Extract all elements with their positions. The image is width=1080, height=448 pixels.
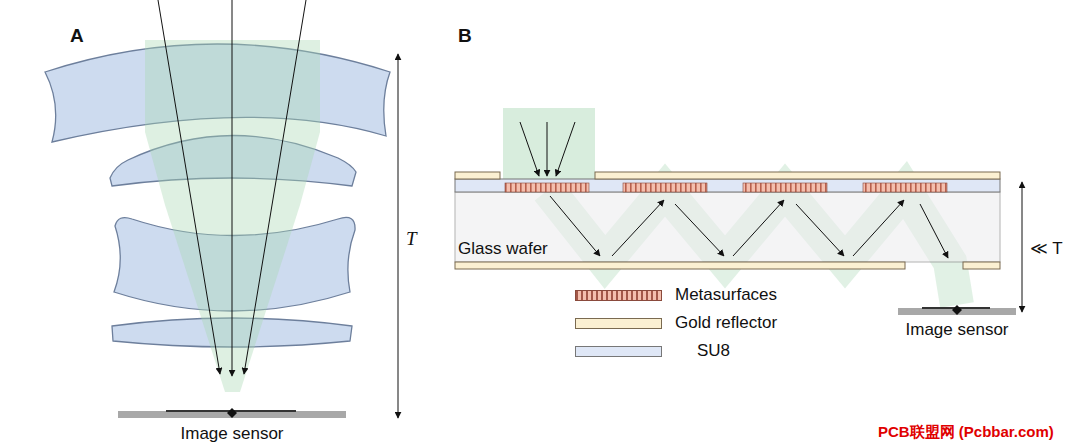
sensor-label: Image sensor — [906, 321, 1009, 340]
input-beam — [503, 108, 595, 180]
legend-label: Gold reflector — [675, 314, 777, 333]
panel-letter: B — [458, 26, 472, 47]
su8-layer — [455, 179, 1000, 192]
image-sensor — [118, 408, 346, 418]
dimension-arrow — [1022, 182, 1023, 312]
region-label: Glass wafer — [458, 240, 548, 259]
legend-swatch — [575, 318, 662, 329]
legend-label: Metasurfaces — [675, 286, 777, 305]
legend-label: SU8 — [697, 342, 730, 361]
rays — [520, 122, 948, 258]
watermark: PCB联盟网 (Pcbbar.com) — [878, 424, 1054, 441]
dimension-arrow — [398, 54, 399, 418]
sensor-label: Image sensor — [181, 425, 284, 444]
gold-reflector — [455, 172, 1000, 269]
image-sensor — [898, 305, 1016, 315]
legend-swatch — [575, 290, 662, 301]
glass-wafer — [455, 192, 1000, 262]
panel-letter: A — [70, 26, 84, 47]
metasurfaces — [505, 183, 947, 192]
legend-swatch — [575, 346, 662, 357]
wafer-region: Glass wafer — [455, 192, 1000, 262]
rays — [158, 0, 306, 376]
dimension-label: ≪ T — [1030, 240, 1063, 259]
dimension-label: T — [406, 229, 417, 250]
